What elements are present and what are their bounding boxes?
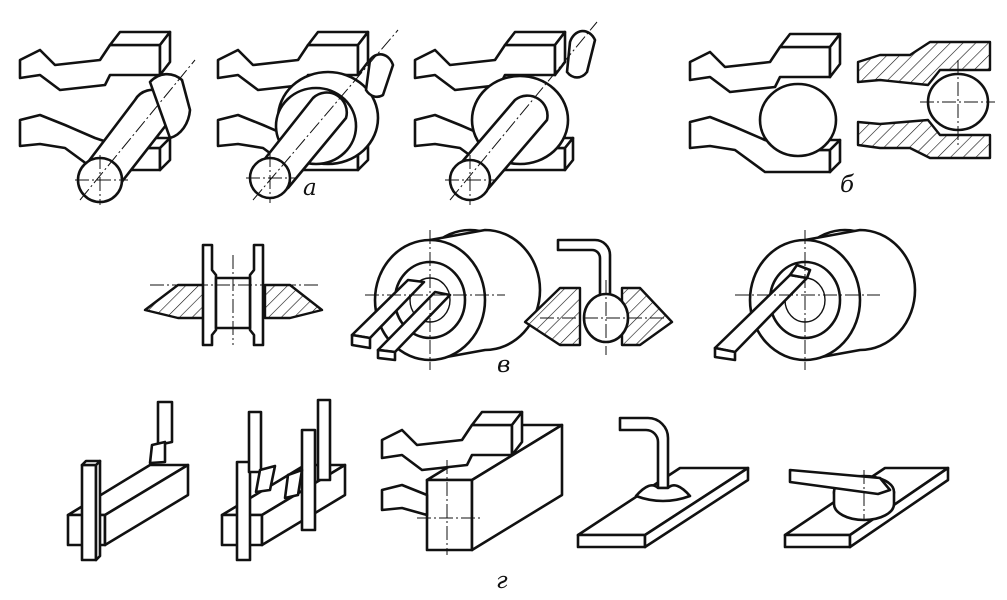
label-v: в: [497, 352, 510, 378]
row-g-clamp-block: [380, 410, 564, 555]
label-b: б: [840, 172, 855, 198]
row-v-section-1: [143, 243, 324, 347]
row-b-clamp-ball: [688, 32, 842, 174]
row-v-tube-wedge: [713, 228, 917, 370]
row-g-plate-washer: [783, 466, 950, 549]
row-v-tube-fork: [350, 228, 542, 370]
row-g-plate-rod: [576, 416, 750, 549]
row-a-clamp-3: [413, 21, 598, 205]
label-g: г: [496, 568, 508, 594]
label-a: а: [303, 175, 317, 201]
row-a-clamp-2: [216, 29, 399, 203]
row-g-bar-1: [66, 400, 190, 562]
row-g-bar-2: [220, 398, 347, 562]
row-v-section-3: [523, 238, 674, 355]
row-a-clamp-1: [18, 30, 197, 207]
row-b-section: [856, 40, 995, 160]
